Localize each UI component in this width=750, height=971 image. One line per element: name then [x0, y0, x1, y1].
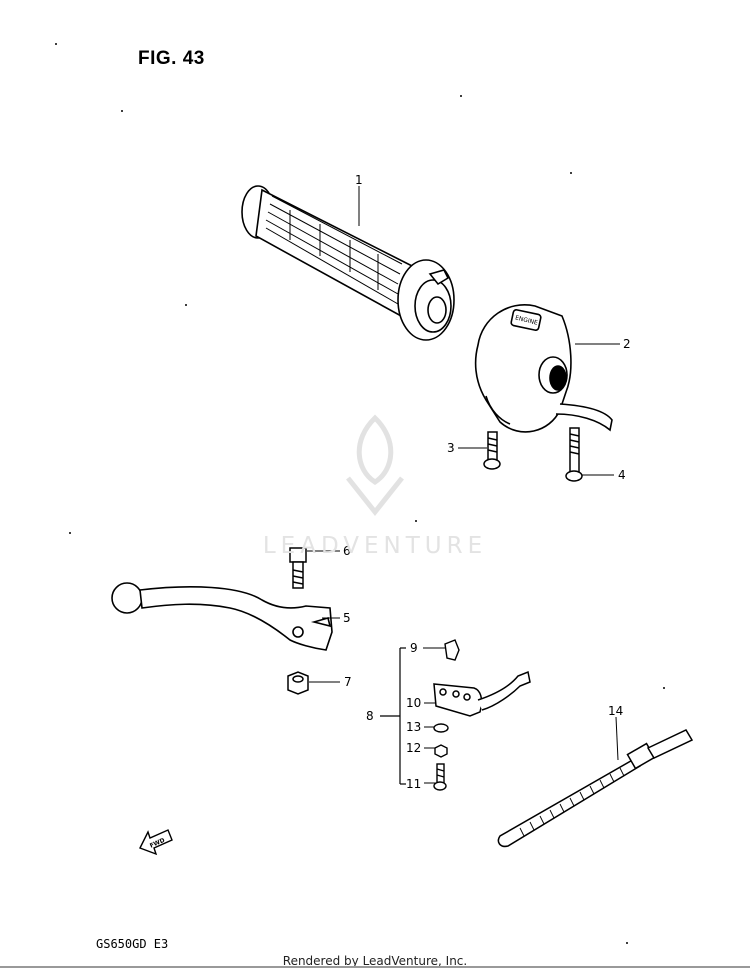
callout-9: 9: [410, 641, 418, 655]
callout-3: 3: [447, 441, 455, 455]
small-screw-part[interactable]: [433, 763, 447, 791]
screw-long-part[interactable]: [565, 427, 583, 482]
small-nut-part[interactable]: [434, 744, 448, 758]
terminal-part[interactable]: [444, 639, 460, 661]
washer-part[interactable]: [433, 723, 449, 733]
callout-5: 5: [343, 611, 351, 625]
grip-part[interactable]: [241, 185, 455, 341]
cable-tie-part[interactable]: [497, 729, 694, 848]
scan-specks: [55, 43, 665, 944]
callout-13: 13: [406, 720, 421, 734]
stop-switch-part[interactable]: [433, 670, 531, 717]
leader-lines: [307, 186, 620, 784]
pivot-bolt-part[interactable]: [289, 547, 307, 589]
model-code: GS650GD E3: [96, 937, 169, 951]
callout-10: 10: [406, 696, 421, 710]
switch-housing-part[interactable]: [474, 304, 613, 433]
fwd-arrow-icon: [139, 829, 173, 856]
callout-4: 4: [618, 468, 626, 482]
figure-title: FIG. 43: [138, 48, 205, 69]
callout-2: 2: [623, 337, 631, 351]
callout-14: 14: [608, 704, 623, 718]
screw-short-part[interactable]: [483, 431, 501, 470]
watermark-logo: [346, 414, 404, 517]
watermark: LEADVENTURE: [262, 533, 488, 559]
brake-lever-part[interactable]: [111, 582, 333, 651]
callout-6: 6: [343, 544, 351, 558]
callout-8: 8: [366, 709, 374, 723]
footer-divider: [0, 966, 750, 968]
callout-7: 7: [344, 675, 352, 689]
nut-part[interactable]: [287, 671, 309, 695]
callout-11: 11: [406, 777, 421, 791]
footer-credit: Rendered by LeadVenture, Inc.: [282, 954, 468, 968]
callout-1: 1: [355, 173, 363, 187]
group-8-bracket: [380, 647, 406, 785]
callout-12: 12: [406, 741, 421, 755]
